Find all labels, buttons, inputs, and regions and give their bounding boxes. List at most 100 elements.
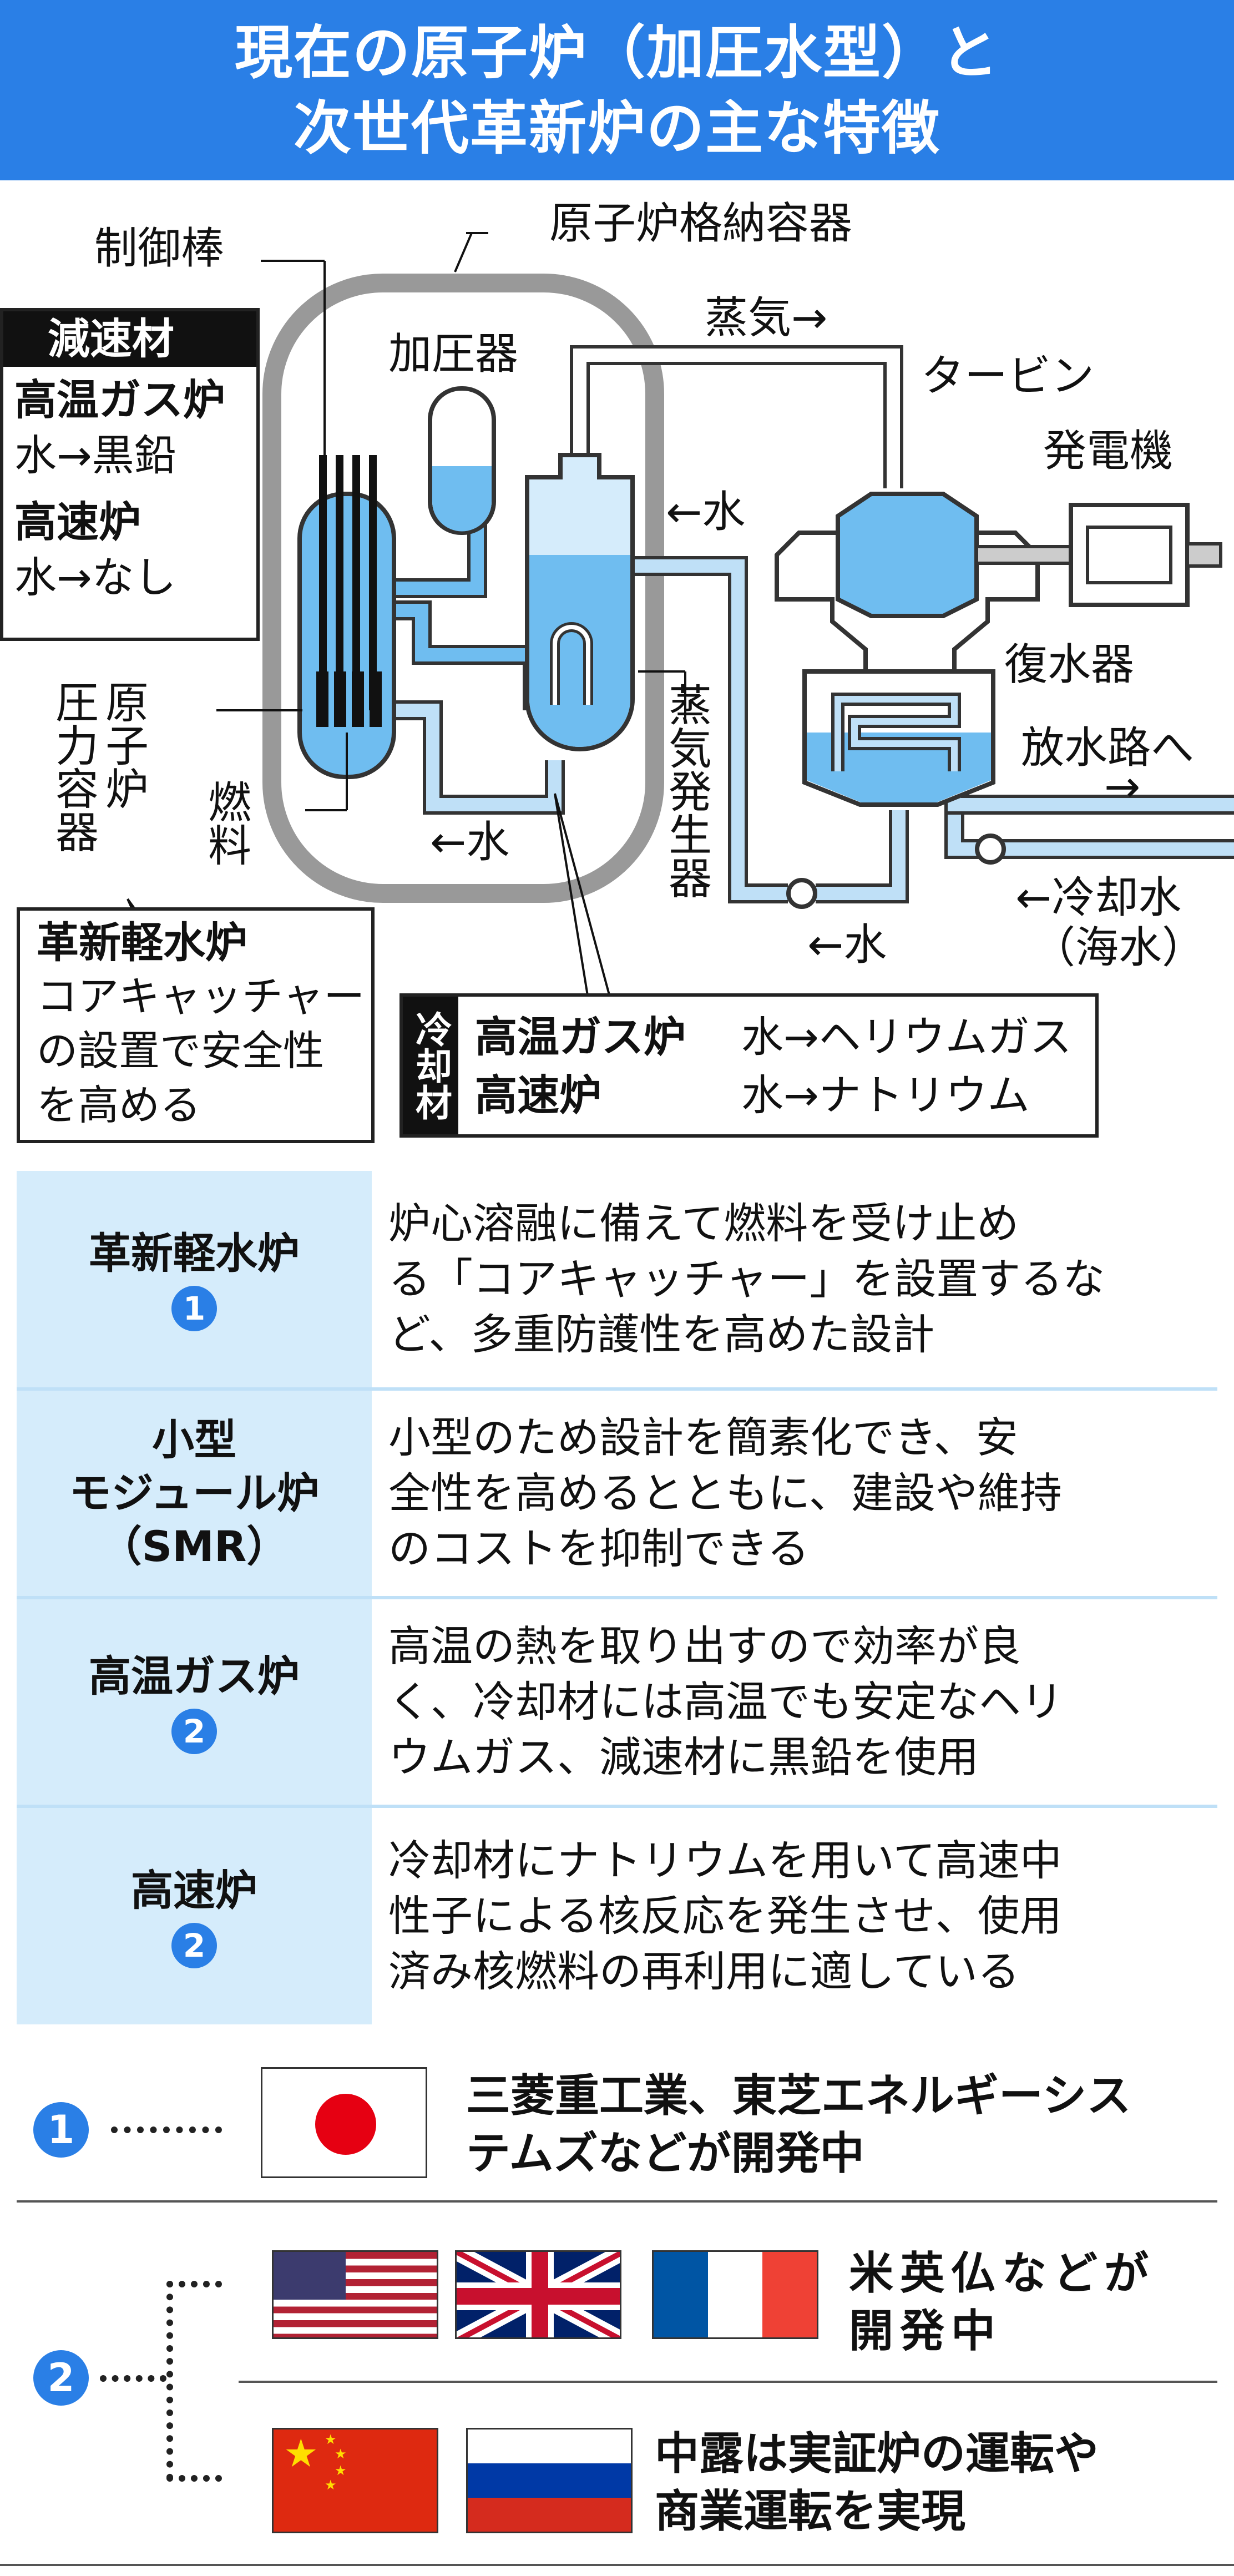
label-discharge-arrow: → — [1104, 762, 1141, 812]
usa-flag-icon — [272, 2250, 438, 2339]
turbine-shaft — [975, 545, 1073, 565]
label-cooling-water: ←冷却水 — [1015, 873, 1182, 923]
label-reactor: 原子炉 — [98, 680, 148, 810]
legend-2-dots — [100, 2375, 166, 2382]
label-condenser: 復水器 — [1004, 640, 1135, 690]
legend-east-line: 商業運転を実現 — [655, 2486, 965, 2537]
row-description: 小型のため設計を簡素化でき、安 全性を高めるとともに、建設や維持 のコストを抑制… — [388, 1391, 1217, 1596]
desc-line: く、冷却材には高温でも安定なヘリ — [388, 1677, 1063, 1726]
desc-line: 済み核燃料の再利用に適している — [388, 1947, 1020, 1996]
legend-2-dots-top — [166, 2281, 222, 2287]
legend-1-line: テムズなどが開発中 — [466, 2128, 864, 2179]
row-name: 高速炉 2 — [17, 1808, 372, 2024]
row-name-line: 高速炉 — [131, 1866, 257, 1915]
control-rods — [319, 455, 377, 710]
marker-1-icon: 1 — [171, 1286, 217, 1331]
legend-1-icon: 1 — [33, 2102, 89, 2158]
legend-divider — [17, 2200, 1217, 2203]
marker-2-icon: 2 — [171, 1923, 217, 1968]
table-row: 革新軽水炉 1 炉心溶融に備えて燃料を受け止め る「コアキャッチャー」を設置する… — [17, 1171, 1217, 1387]
moderator-htgr-change: 水→黒鉛 — [14, 431, 176, 480]
row-name-line: モジュール炉 — [69, 1468, 320, 1518]
desc-line: 高温の熱を取り出すので効率が良 — [388, 1622, 1021, 1671]
legend-west-line: 開発中 — [849, 2305, 1002, 2357]
label-containment: 原子炉格納容器 — [549, 199, 853, 249]
desc-line: 全性を高めるとともに、建設や維持 — [388, 1468, 1062, 1518]
row-name-line: （SMR） — [99, 1522, 289, 1571]
table-divider — [17, 1805, 1217, 1808]
row-name-line: 小型 — [152, 1415, 236, 1464]
innovative-lwr-box: 革新軽水炉 コアキャッチャー の設置で安全性 を高める — [17, 907, 375, 1143]
row-name: 小型 モジュール炉 （SMR） — [17, 1391, 372, 1596]
moderator-htgr: 高温ガス炉 — [14, 375, 225, 425]
uk-flag-icon — [455, 2250, 621, 2339]
legend-1-text: 三菱重工業、東芝エネルギーシス テムズなどが開発中 — [466, 2067, 1131, 2183]
row-name-line: 高温ガス炉 — [89, 1651, 300, 1701]
legend-2-icon: 2 — [33, 2350, 89, 2406]
label-water-top: ←水 — [666, 487, 746, 537]
legend-2-dots-bottom — [166, 2475, 222, 2482]
coolant-htgr: 高温ガス炉 — [475, 1012, 686, 1062]
russia-flag-icon — [466, 2428, 633, 2533]
label-steam-generator: 蒸気発生器 — [661, 683, 711, 899]
legend-2-bracket — [166, 2281, 173, 2481]
label-pressurizer: 加圧器 — [388, 329, 519, 379]
coolant-fbr: 高速炉 — [475, 1070, 601, 1120]
desc-line: 炉心溶融に備えて燃料を受け止め — [388, 1199, 1019, 1248]
row-name: 革新軽水炉 1 — [17, 1171, 372, 1387]
moderator-fbr-change: 水→なし — [14, 553, 176, 602]
label-to-discharge: 放水路へ — [1021, 723, 1195, 773]
table-row: 小型 モジュール炉 （SMR） 小型のため設計を簡素化でき、安 全性を高めるとと… — [17, 1391, 1217, 1596]
france-flag-icon — [652, 2250, 818, 2339]
marker-2-icon: 2 — [171, 1709, 217, 1754]
label-water-bottom: ←水 — [430, 817, 510, 867]
reactor-diagram — [127, 232, 1234, 999]
table-row: 高速炉 2 冷却材にナトリウムを用いて高速中 性子による核反応を発生させ、使用 … — [17, 1808, 1217, 2024]
legend-west-text: 米英仏などが 開発中 — [849, 2245, 1155, 2360]
row-name: 高温ガス炉 2 — [17, 1599, 372, 1805]
table-divider — [17, 1596, 1217, 1599]
table-row: 高温ガス炉 2 高温の熱を取り出すので効率が良 く、冷却材には高温でも安定なヘリ… — [17, 1599, 1217, 1805]
innovative-line-3: を高める — [37, 1082, 201, 1129]
fuel-assemblies — [316, 671, 382, 727]
label-fuel: 燃料 — [201, 780, 251, 866]
legend-subdivider — [239, 2381, 1217, 2383]
row-description: 冷却材にナトリウムを用いて高速中 性子による核反応を発生させ、使用 済み核燃料の… — [388, 1808, 1217, 2024]
label-seawater: （海水） — [1032, 923, 1206, 973]
containment-vessel — [262, 274, 664, 903]
row-name-line: 革新軽水炉 — [89, 1229, 300, 1278]
desc-line: ど、多重防護性を高めた設計 — [388, 1310, 935, 1359]
label-pressure-vessel: 圧力容器 — [48, 680, 98, 853]
label-turbine: タービン — [921, 351, 1095, 401]
table-divider — [17, 1387, 1217, 1391]
coolant-header: 冷却材 — [409, 1011, 452, 1120]
desc-line: 小型のため設計を簡素化でき、安 — [388, 1413, 1018, 1462]
page-title: 現在の原子炉（加圧水型）と 次世代革新炉の主な特徴 — [0, 0, 1234, 180]
innovative-title: 革新軽水炉 — [37, 918, 247, 967]
cooling-pump — [975, 834, 1006, 865]
moderator-header: 減速材 — [3, 311, 256, 367]
legend-east-text: 中露は実証炉の運転や 商業運転を実現 — [655, 2425, 1099, 2540]
label-steam: 蒸気→ — [705, 293, 828, 343]
turbine-rotor — [836, 492, 979, 618]
coolant-htgr-change: 水→ヘリウムガス — [741, 1012, 1072, 1062]
desc-line: のコストを抑制できる — [388, 1524, 810, 1573]
desc-line: ウムガス、減速材に黒鉛を使用 — [388, 1733, 979, 1782]
moderator-fbr: 高速炉 — [14, 497, 141, 547]
coolant-fbr-change: 水→ナトリウム — [741, 1070, 1030, 1120]
innovative-line-1: コアキャッチャー — [37, 973, 365, 1021]
moderator-box: 減速材 高温ガス炉 水→黒鉛 高速炉 水→なし — [0, 308, 260, 641]
japan-flag-icon — [261, 2067, 427, 2178]
desc-line: 冷却材にナトリウムを用いて高速中 — [388, 1836, 1062, 1885]
label-water-right: ←水 — [807, 920, 887, 970]
legend-west-line: 米英仏などが — [849, 2247, 1155, 2299]
coolant-box: 冷却材 高温ガス炉 水→ヘリウムガス 高速炉 水→ナトリウム — [399, 993, 1099, 1138]
label-control-rod: 制御棒 — [94, 224, 225, 274]
legend-east-line: 中露は実証炉の運転や — [655, 2428, 1099, 2479]
desc-line: る「コアキャッチャー」を設置するな — [388, 1254, 1105, 1304]
feedwater-pump — [786, 878, 817, 909]
bottom-rule — [0, 2564, 1234, 2566]
legend-1-line: 三菱重工業、東芝エネルギーシス — [466, 2070, 1131, 2122]
innovative-line-2: の設置で安全性 — [37, 1027, 324, 1075]
title-line-2: 次世代革新炉の主な特徴 — [293, 94, 940, 162]
